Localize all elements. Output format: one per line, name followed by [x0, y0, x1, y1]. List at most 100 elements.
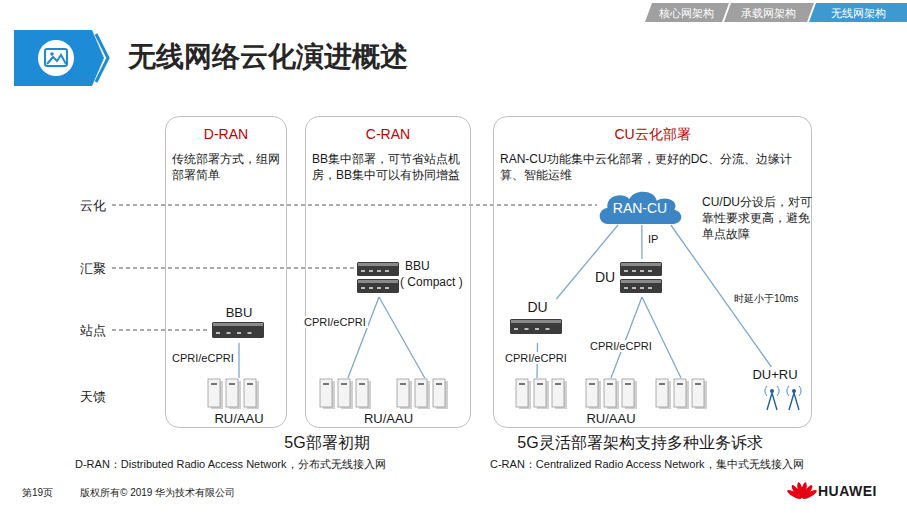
ru-unit: [433, 379, 445, 407]
nav-tabs: [645, 3, 907, 22]
slide-title: 无线网络云化演进概述: [128, 38, 408, 76]
server-port: [648, 270, 652, 272]
server-top: [621, 280, 661, 283]
server-port: [624, 287, 628, 289]
ru-unit: [244, 379, 256, 407]
ru-mark: [519, 383, 525, 385]
ru-unit: [208, 379, 220, 407]
node-label: DU: [506, 299, 569, 315]
ru-mark: [359, 383, 365, 385]
ru-unit: [356, 379, 368, 407]
server-port: [632, 270, 636, 272]
device-node: RU/AAU: [316, 378, 461, 430]
server-icon: [212, 322, 264, 338]
ru-mark: [229, 383, 235, 385]
ru-unit: [415, 379, 427, 407]
node-label: BBU: [206, 305, 272, 320]
row-label: 站点: [80, 322, 106, 340]
ru-mark: [247, 383, 253, 385]
tab-shape: [645, 3, 729, 22]
nav-tab: 核心网架构: [648, 6, 724, 21]
antenna-top: [792, 389, 796, 393]
device-node: RU/AAU: [199, 378, 279, 430]
device-node: DU: [506, 299, 569, 343]
icon-circle: [38, 40, 74, 76]
server-port: [385, 287, 389, 289]
server-port: [648, 287, 652, 289]
note-text: CU/DU分设后，对可靠性要求更高，避免单点故障: [702, 194, 812, 242]
server-port: [525, 328, 529, 330]
ru-mark: [607, 383, 613, 385]
footnote: C-RAN：Centralized Radio Access Network，集…: [490, 457, 804, 472]
node-label: RU/AAU: [316, 411, 461, 426]
server-port: [385, 270, 389, 272]
device-node: DU+RU: [739, 367, 811, 415]
server-top: [358, 263, 398, 266]
nav-tab-active: 无线网架构: [814, 6, 902, 21]
server-port: [632, 287, 636, 289]
ru-mark: [659, 383, 665, 385]
link-line: [641, 225, 643, 259]
server-port: [377, 270, 381, 272]
link-label: CPRI/eCPRI: [503, 352, 569, 364]
ru-unit: [586, 379, 598, 407]
ru-unit: [692, 379, 704, 407]
server-port: [361, 287, 365, 289]
server-port: [216, 332, 220, 334]
tab-shape: [724, 3, 814, 22]
row-label: 云化: [80, 197, 106, 215]
ru-mark: [555, 383, 561, 385]
ru-mark: [625, 383, 631, 385]
panel-heading: CU云化部署: [494, 126, 811, 144]
device-node: BBU: [206, 305, 272, 343]
node-label: DU+RU: [739, 367, 811, 382]
node-label: RU/AAU: [511, 411, 711, 426]
link-label: CPRI/eCPRI: [588, 340, 654, 352]
node-label: ( Compact ): [400, 275, 463, 289]
ru-unit: [552, 379, 564, 407]
antenna-tower: [789, 393, 799, 410]
ru-unit: [674, 379, 686, 407]
section-caption: 5G灵活部署架构支持多种业务诉求: [480, 433, 800, 454]
server-icon: [357, 279, 399, 293]
link-line: [238, 343, 239, 378]
node-label: BBU: [405, 259, 430, 273]
node-label: RU/AAU: [199, 411, 279, 426]
section-caption: 5G部署初期: [262, 433, 392, 454]
server-port: [237, 332, 241, 334]
dashed-guide: [112, 330, 209, 331]
panel-heading: D-RAN: [166, 126, 286, 142]
row-guides: [112, 205, 597, 330]
footnote: D-RAN：Distributed Radio Access Network，分…: [75, 457, 386, 472]
page-number: 第19页: [22, 486, 53, 500]
server-port: [514, 328, 518, 330]
server-top: [621, 263, 661, 266]
server-top: [358, 280, 398, 283]
server-port: [535, 328, 539, 330]
server-port: [640, 287, 644, 289]
ru-unit: [338, 379, 350, 407]
panel-heading: C-RAN: [306, 126, 470, 142]
link-label: 时延小于10ms: [732, 292, 800, 306]
logo-petal: [802, 488, 818, 500]
server-icon: [357, 262, 399, 276]
link-line: [611, 297, 681, 378]
ru-mark: [436, 383, 442, 385]
link-line: [348, 297, 425, 378]
ru-mark: [537, 383, 543, 385]
icon-chevron: [14, 30, 104, 86]
server-port: [377, 287, 381, 289]
link-label: CPRI/eCPRI: [170, 352, 236, 364]
link-label: IP: [646, 233, 660, 245]
node-label: DU: [595, 269, 615, 285]
ru-mark: [418, 383, 424, 385]
cloud-node: RAN-CU: [596, 189, 684, 225]
ru-mark: [341, 383, 347, 385]
server-port: [361, 270, 365, 272]
ru-unit: [516, 379, 528, 407]
ru-mark: [400, 383, 406, 385]
antenna-wave: [787, 386, 801, 396]
